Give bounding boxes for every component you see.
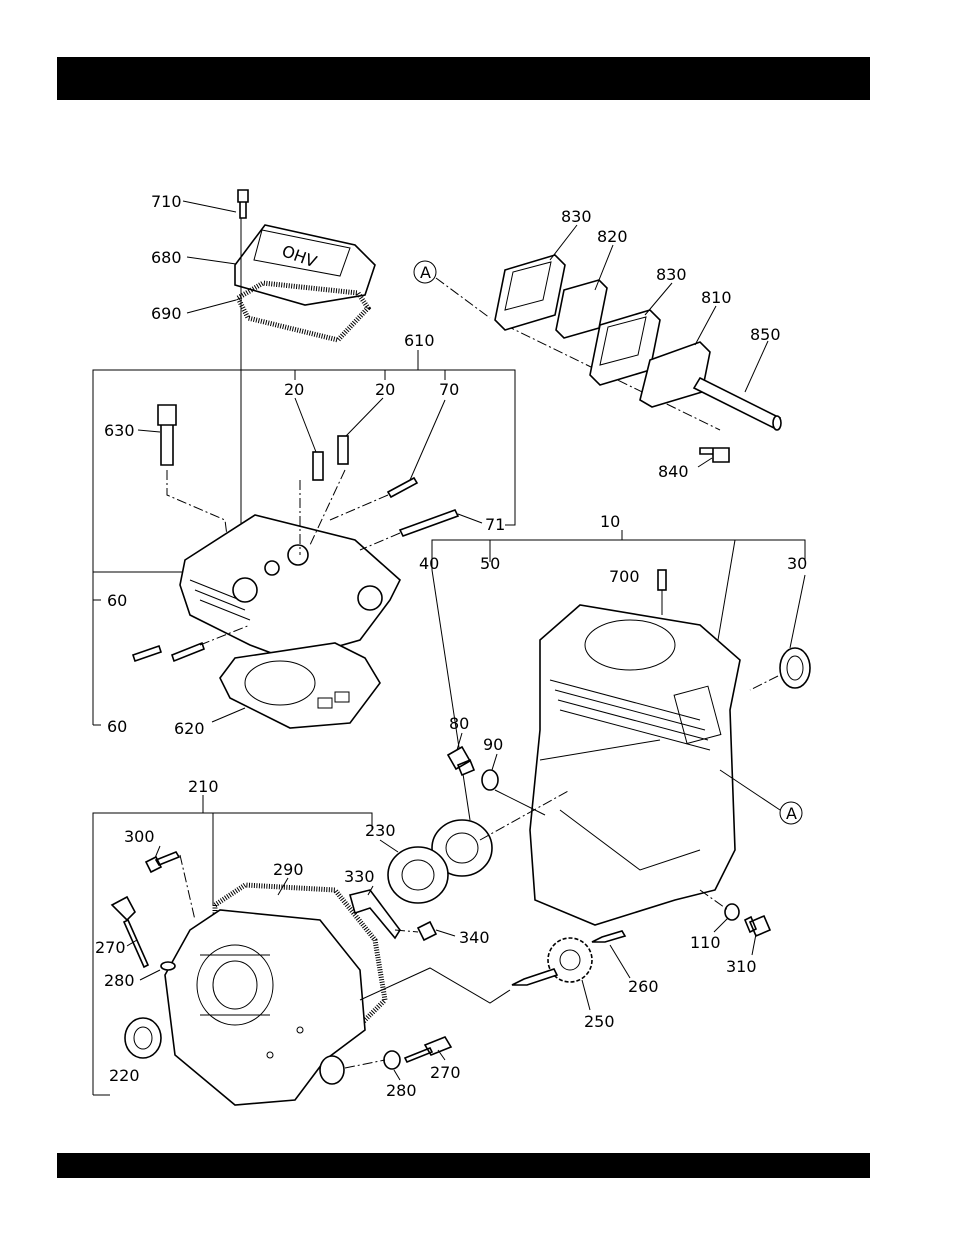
dowel-pin-20b — [338, 436, 348, 464]
label-20a: 20 — [284, 380, 304, 399]
stud-70 — [388, 478, 417, 497]
bearing-230 — [388, 847, 448, 903]
rocker-cover-group: OHV — [183, 190, 375, 560]
gasket-830a — [495, 255, 565, 330]
crankcase-body — [530, 605, 740, 925]
drain-boss — [320, 1056, 344, 1084]
label-60a: 60 — [107, 591, 127, 610]
plate-330 — [350, 890, 400, 938]
shaft-260 — [592, 931, 625, 942]
label-810: 810 — [701, 288, 732, 307]
label-280b: 280 — [386, 1081, 417, 1100]
label-230: 230 — [365, 821, 396, 840]
label-840: 840 — [658, 462, 689, 481]
label-50: 50 — [480, 554, 500, 573]
label-20b: 20 — [375, 380, 395, 399]
gear-shaft — [512, 969, 557, 985]
label-90: 90 — [483, 735, 503, 754]
label-300: 300 — [124, 827, 155, 846]
bolt-630 — [158, 405, 176, 465]
label-220: 220 — [109, 1066, 140, 1085]
bolt-710 — [238, 190, 248, 218]
cylinder-head-group — [93, 350, 515, 728]
label-70: 70 — [439, 380, 459, 399]
label-680: 680 — [151, 248, 182, 267]
washer-90 — [482, 770, 498, 790]
stud-71 — [400, 510, 458, 536]
label-40: 40 — [419, 554, 439, 573]
label-630: 630 — [104, 421, 135, 440]
dowel-700 — [658, 570, 666, 590]
breather-group — [414, 225, 781, 467]
label-830b: 830 — [656, 265, 687, 284]
label-330: 330 — [344, 867, 375, 886]
label-830a: 830 — [561, 207, 592, 226]
plug-80 — [448, 747, 474, 775]
label-260: 260 — [628, 977, 659, 996]
footer-bar — [57, 1153, 870, 1178]
label-700: 700 — [609, 567, 640, 586]
label-71: 71 — [485, 515, 505, 534]
label-340: 340 — [459, 928, 490, 947]
label-10: 10 — [600, 512, 620, 531]
label-820: 820 — [597, 227, 628, 246]
label-30: 30 — [787, 554, 807, 573]
o-ring-280a — [161, 962, 175, 970]
label-210: 210 — [188, 777, 219, 796]
bolt-340 — [418, 922, 436, 940]
label-270a: 270 — [95, 938, 126, 957]
stud-60a — [133, 646, 161, 661]
label-710: 710 — [151, 192, 182, 211]
label-270b: 270 — [430, 1063, 461, 1082]
governor-group — [360, 931, 630, 1010]
label-280a: 280 — [104, 971, 135, 990]
label-110: 110 — [690, 933, 721, 952]
label-a-top: A — [420, 263, 431, 282]
label-310: 310 — [726, 957, 757, 976]
oil-seal-220 — [125, 1018, 161, 1058]
bolt-840 — [700, 448, 729, 462]
oil-seal-30 — [780, 648, 810, 688]
label-60b: 60 — [107, 717, 127, 736]
head-gasket-620 — [220, 643, 380, 728]
label-290: 290 — [273, 860, 304, 879]
tube-850 — [694, 378, 780, 428]
bolt-300 — [146, 852, 179, 872]
label-620: 620 — [174, 719, 205, 738]
washer-110 — [725, 904, 739, 920]
o-ring-280b — [384, 1051, 400, 1069]
label-690: 690 — [151, 304, 182, 323]
stud-60b — [172, 643, 204, 661]
plug-310 — [745, 916, 770, 936]
label-610: 610 — [404, 331, 435, 350]
label-850: 850 — [750, 325, 781, 344]
label-a-bottom: A — [786, 804, 797, 823]
label-80: 80 — [449, 714, 469, 733]
dowel-pin-20a — [313, 452, 323, 480]
label-250: 250 — [584, 1012, 615, 1031]
